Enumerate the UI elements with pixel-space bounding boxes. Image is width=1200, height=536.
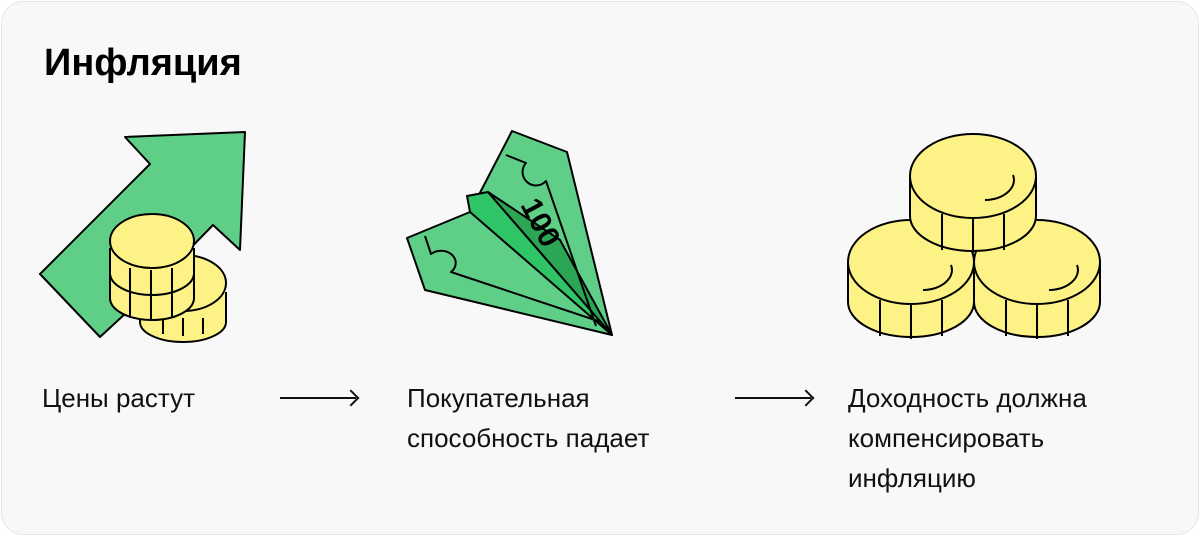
banknote-plane-icon: 100 (406, 130, 613, 336)
arrow-up-coins-icon (39, 131, 246, 343)
arrow-right-icon (735, 397, 811, 399)
step-2-label: Покупательная способность падает (407, 383, 650, 453)
page-title: Инфляция (44, 42, 242, 84)
step-3-label: Доходность должна компенсировать инфляци… (848, 383, 1087, 493)
coin-pyramid-icon (847, 133, 1101, 339)
arrow-right-icon (280, 397, 356, 399)
step-1-label: Цены растут (42, 383, 195, 413)
